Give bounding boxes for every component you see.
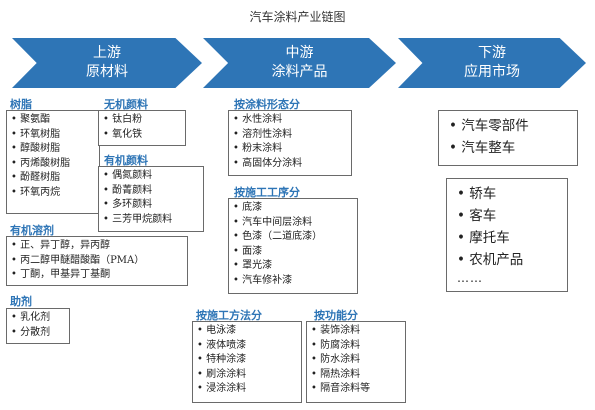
list-item: 色漆（二道底漆） [233, 230, 353, 245]
list-item: 多环颜料 [103, 198, 199, 213]
downstream-application-box: 轿车 客车 摩托车 农机产品 …… [446, 178, 568, 292]
list-item: 隔音涂料等 [311, 382, 401, 397]
list-item: 酚醛树脂 [11, 171, 95, 186]
list-item: 正、异丁醇，异丙醇 [11, 239, 183, 254]
list-item: 液体喷漆 [197, 339, 297, 354]
midstream-stage-arrow: 中游 涂料产品 [203, 38, 396, 88]
list-item: 三芳甲烷颜料 [103, 213, 199, 228]
list-item: 氧化铁 [103, 128, 181, 143]
resin-category-label: 树脂 [10, 98, 32, 111]
inorganic-pigment-category-label: 无机颜料 [104, 98, 148, 111]
page-title: 汽车涂料产业链图 [249, 10, 346, 24]
by-method-box: 电泳漆 液体喷漆 特种涂漆 刷涂涂料 浸涂涂料 [192, 321, 302, 403]
midstream-stage-subtitle: 涂料产品 [271, 64, 328, 80]
list-item: 罩光漆 [233, 259, 353, 274]
resin-box: 聚氨酯 环氧树脂 醇酸树脂 丙烯酸树脂 酚醛树脂 环氧丙烷 [6, 110, 100, 214]
list-item: 汽车零部件 [449, 115, 567, 137]
list-item: 环氧树脂 [11, 128, 95, 143]
downstream-stage-name: 下游 [478, 45, 506, 61]
list-item: 客车 [457, 205, 557, 227]
list-item: 汽车中间层涂料 [233, 216, 353, 231]
list-item: 浸涂涂料 [197, 382, 297, 397]
additive-category-label: 助剂 [10, 295, 32, 308]
list-item: 面漆 [233, 245, 353, 260]
list-item: 丙烯酸树脂 [11, 157, 95, 172]
list-item: 刷涂涂料 [197, 368, 297, 383]
midstream-stage-name: 中游 [285, 45, 314, 61]
list-item: 轿车 [457, 183, 557, 205]
list-item: 装饰涂料 [311, 324, 401, 339]
list-item: 丙二醇甲醚醋酸酯（PMA） [11, 254, 183, 269]
organic-solvent-category-label: 有机溶剂 [10, 224, 54, 237]
additive-box: 乳化剂 分散剂 [6, 308, 70, 344]
list-item: 环氧丙烷 [11, 186, 95, 201]
list-item: 粉末涂料 [233, 142, 347, 157]
list-item: 溶剂性涂料 [233, 128, 347, 143]
organic-pigment-box: 偶氮颜料 酚菁颜料 多环颜料 三芳甲烷颜料 [98, 166, 204, 232]
list-item: 特种涂漆 [197, 353, 297, 368]
list-item: 醇酸树脂 [11, 142, 95, 157]
downstream-vehicle-box: 汽车零部件 汽车整车 [438, 110, 578, 166]
downstream-stage-subtitle: 应用市场 [464, 64, 520, 80]
list-item: 丁酮，甲基异丁基酮 [11, 268, 183, 283]
list-item: 聚氨酯 [11, 113, 95, 128]
list-item: 偶氮颜料 [103, 169, 199, 184]
list-item: 底漆 [233, 201, 353, 216]
organic-solvent-box: 正、异丁醇，异丙醇 丙二醇甲醚醋酸酯（PMA） 丁酮，甲基异丁基酮 [6, 236, 188, 286]
by-function-category-label: 按功能分 [314, 309, 358, 322]
list-item: 防腐涂料 [311, 339, 401, 354]
by-process-category-label: 按施工工序分 [234, 186, 300, 199]
list-item: 水性涂料 [233, 113, 347, 128]
list-item: 汽车整车 [449, 137, 567, 159]
organic-pigment-category-label: 有机颜料 [104, 154, 148, 167]
by-form-box: 水性涂料 溶剂性涂料 粉末涂料 高固体分涂料 [228, 110, 352, 176]
list-item: 电泳漆 [197, 324, 297, 339]
downstream-stage-arrow: 下游 应用市场 [398, 38, 586, 88]
list-item: 汽车修补漆 [233, 274, 353, 289]
list-item: 高固体分涂料 [233, 157, 347, 172]
list-item: 摩托车 [457, 227, 557, 249]
list-item: 防水涂料 [311, 353, 401, 368]
by-method-category-label: 按施工方法分 [196, 309, 262, 322]
list-item: 钛白粉 [103, 113, 181, 128]
by-form-category-label: 按涂料形态分 [234, 98, 300, 111]
list-item: 分散剂 [11, 326, 65, 341]
upstream-stage-arrow: 上游 原材料 [12, 38, 202, 88]
upstream-stage-name: 上游 [93, 45, 121, 61]
inorganic-pigment-box: 钛白粉 氧化铁 [98, 110, 186, 146]
list-item: 酚菁颜料 [103, 184, 199, 199]
by-function-box: 装饰涂料 防腐涂料 防水涂料 隔热涂料 隔音涂料等 [306, 321, 406, 403]
list-item: 隔热涂料 [311, 368, 401, 383]
upstream-stage-subtitle: 原材料 [86, 64, 128, 80]
list-item: 农机产品 [457, 249, 557, 271]
by-process-box: 底漆 汽车中间层涂料 色漆（二道底漆） 面漆 罩光漆 汽车修补漆 [228, 198, 358, 294]
list-item: 乳化剂 [11, 311, 65, 326]
more-ellipsis: …… [457, 271, 483, 285]
